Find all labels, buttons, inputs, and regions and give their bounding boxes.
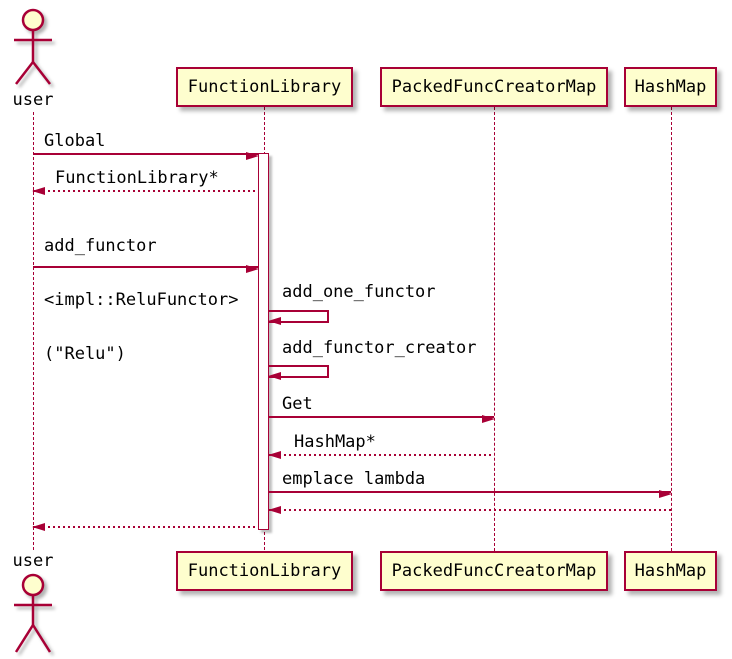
user-actor-icon-top <box>14 8 52 85</box>
message-arrow-functionlibrary-return <box>32 186 258 195</box>
participant-top-functionlibrary: FunctionLibrary <box>176 67 353 107</box>
arrowhead-right-icon <box>246 151 259 160</box>
arrowhead-left-icon <box>268 371 281 380</box>
message-label-add-functor-creator: add_functor_creator <box>282 338 477 358</box>
message-arrow-add-functor-creator <box>268 365 329 380</box>
message-label-add-functor-line2: <impl::ReluFunctor> <box>44 290 239 310</box>
actor-label-bottom: user <box>12 551 54 571</box>
message-label-add-functor-line1: add_functor <box>44 236 157 256</box>
message-arrow-add-one-functor <box>268 310 329 325</box>
message-arrow-return-from-hashmap <box>268 505 671 514</box>
message-label-hashmap-return: HashMap* <box>294 432 376 452</box>
participant-bottom-hashmap: HashMap <box>624 551 717 591</box>
message-label-add-functor: add_functor <impl::ReluFunctor> ("Relu") <box>44 201 238 399</box>
participant-top-packedfunccreatormap: PackedFuncCreatorMap <box>380 67 608 107</box>
arrowhead-right-icon <box>659 489 672 498</box>
lifeline-packedfunccreatormap <box>494 107 495 551</box>
message-label-add-one-functor: add_one_functor <box>282 282 436 302</box>
activation-bar-functionlibrary <box>258 153 269 530</box>
message-arrow-add-functor <box>33 264 259 273</box>
arrowhead-left-icon <box>268 450 281 459</box>
lifeline-user <box>33 112 34 550</box>
participant-top-hashmap: HashMap <box>624 67 717 107</box>
message-label-get: Get <box>282 394 313 414</box>
message-label-global: Global <box>44 131 106 151</box>
message-label-add-functor-line3: ("Relu") <box>44 344 126 364</box>
message-arrow-global <box>33 151 259 160</box>
message-arrow-emplace-lambda <box>269 489 672 498</box>
arrowhead-left-icon <box>32 522 45 531</box>
arrowhead-right-icon <box>246 264 259 273</box>
arrowhead-left-icon <box>268 505 281 514</box>
lifeline-hashmap <box>671 107 672 551</box>
arrowhead-left-icon <box>268 316 281 325</box>
user-actor-icon-bottom <box>14 573 52 653</box>
message-arrow-return-to-user <box>32 522 258 531</box>
arrowhead-right-icon <box>482 414 495 423</box>
actor-label-top: user <box>12 90 54 110</box>
message-arrow-get <box>269 414 495 423</box>
participant-bottom-functionlibrary: FunctionLibrary <box>176 551 353 591</box>
participant-bottom-packedfunccreatormap: PackedFuncCreatorMap <box>380 551 608 591</box>
message-label-emplace-lambda: emplace lambda <box>282 469 426 489</box>
arrowhead-left-icon <box>32 186 45 195</box>
message-label-functionlibrary-return: FunctionLibrary* <box>55 168 219 188</box>
message-arrow-hashmap-return <box>268 450 494 459</box>
